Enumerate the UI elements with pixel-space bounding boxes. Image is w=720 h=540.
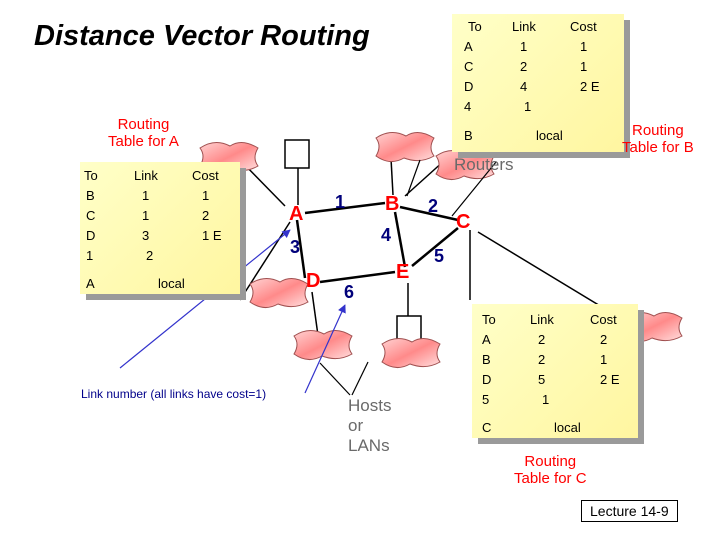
routers-label: Routers bbox=[454, 155, 514, 174]
link-number-note: Link number (all links have cost=1) bbox=[81, 387, 267, 401]
caption-line: Routing bbox=[524, 453, 577, 470]
link-label-1: 1 bbox=[335, 192, 346, 212]
caption-table-a: Routing Table for A bbox=[108, 116, 179, 150]
lan-cloud-icon bbox=[381, 338, 441, 368]
table-cell: 1 bbox=[142, 208, 150, 223]
router-c: C bbox=[456, 211, 471, 233]
routing-table-a: To Link Cost B 1 1 C 1 2 D 3 1 E 1 2 A l… bbox=[80, 162, 240, 294]
table-cell: 1 bbox=[580, 39, 588, 54]
table-cell: local bbox=[536, 128, 563, 143]
table-cell: A bbox=[464, 39, 473, 54]
table-cell: 2 bbox=[600, 332, 608, 347]
table-cell: 1 bbox=[202, 188, 210, 203]
header-to: To bbox=[482, 312, 496, 327]
caption-line: Routing bbox=[117, 116, 170, 133]
table-cell: D bbox=[86, 228, 96, 243]
table-cell: 2 bbox=[202, 208, 210, 223]
caption-line: Table for A bbox=[108, 133, 179, 150]
header-link: Link bbox=[530, 312, 554, 327]
header-to: To bbox=[84, 168, 98, 183]
hosts-label-line: LANs bbox=[348, 436, 390, 455]
hosts-label: Hosts or LANs bbox=[348, 396, 391, 456]
annotation-lines bbox=[319, 159, 497, 396]
hosts-label-line: Hosts bbox=[348, 396, 392, 415]
table-cell: C bbox=[482, 420, 492, 435]
table-cell: 5 bbox=[482, 392, 490, 407]
table-cell: 1 bbox=[600, 352, 608, 367]
router-e: E bbox=[396, 261, 410, 283]
caption-table-b: Routing Table for B bbox=[622, 122, 694, 156]
table-cell: 2 bbox=[538, 332, 546, 347]
table-cell: A bbox=[86, 276, 95, 291]
table-cell: 5 bbox=[538, 372, 546, 387]
header-to: To bbox=[468, 19, 482, 34]
header-cost: Cost bbox=[590, 312, 617, 327]
table-cell: local bbox=[554, 420, 581, 435]
link-b-c bbox=[399, 205, 459, 222]
caption-line: Table for C bbox=[514, 470, 587, 487]
table-cell: 1 bbox=[542, 392, 550, 407]
lan-cloud-icon bbox=[293, 330, 353, 360]
link-label-3: 3 bbox=[290, 237, 301, 257]
host-box bbox=[284, 139, 310, 169]
table-cell: 1 E bbox=[202, 228, 222, 243]
table-cell: 4 bbox=[464, 99, 472, 114]
caption-line: Routing bbox=[632, 122, 684, 139]
table-cell: 1 bbox=[580, 59, 588, 74]
router-b: B bbox=[385, 193, 400, 215]
table-cell: 1 bbox=[142, 188, 150, 203]
hosts-label-line: or bbox=[348, 416, 364, 435]
table-cell: B bbox=[86, 188, 95, 203]
link-c-e bbox=[411, 227, 459, 267]
table-cell: 1 bbox=[86, 248, 94, 263]
table-cell: 1 bbox=[524, 99, 532, 114]
routing-table-b: To Link Cost A 1 1 C 2 1 D 4 2 E 4 1 B l… bbox=[452, 14, 624, 152]
link-b-e bbox=[393, 211, 407, 268]
table-cell: 2 bbox=[146, 248, 154, 263]
link-note-arrows bbox=[119, 229, 346, 394]
table-cell: 2 bbox=[520, 59, 528, 74]
header-cost: Cost bbox=[570, 19, 597, 34]
link-a-b bbox=[304, 201, 386, 215]
routing-table-c: To Link Cost A 2 2 B 2 1 D 5 2 E 5 1 C l… bbox=[472, 304, 638, 438]
link-d-e bbox=[319, 270, 396, 284]
link-label-5: 5 bbox=[434, 246, 445, 266]
link-a-d bbox=[295, 219, 307, 279]
table-cell: B bbox=[482, 352, 491, 367]
table-cell: D bbox=[482, 372, 492, 387]
table-cell: 4 bbox=[520, 79, 528, 94]
lecture-number: Lecture 14-9 bbox=[581, 500, 678, 522]
link-label-4: 4 bbox=[381, 225, 392, 245]
caption-line: Table for B bbox=[622, 139, 694, 156]
caption-table-c: Routing Table for C bbox=[514, 453, 587, 487]
page-title: Distance Vector Routing bbox=[34, 20, 370, 52]
table-cell: D bbox=[464, 79, 474, 94]
link-label-6: 6 bbox=[344, 282, 355, 302]
lan-cloud-icon bbox=[435, 150, 495, 180]
table-cell: A bbox=[482, 332, 491, 347]
table-cell: B bbox=[464, 128, 473, 143]
table-cell: C bbox=[86, 208, 96, 223]
header-link: Link bbox=[134, 168, 158, 183]
header-link: Link bbox=[512, 19, 536, 34]
table-cell: 1 bbox=[520, 39, 528, 54]
router-d: D bbox=[306, 270, 321, 292]
table-cell: 2 E bbox=[580, 79, 600, 94]
router-links bbox=[295, 201, 459, 284]
table-cell: 3 bbox=[142, 228, 150, 243]
host-clouds bbox=[199, 132, 683, 368]
header-cost: Cost bbox=[192, 168, 219, 183]
lan-cloud-icon bbox=[249, 278, 309, 308]
table-cell: 2 bbox=[538, 352, 546, 367]
table-cell: local bbox=[158, 276, 185, 291]
router-a: A bbox=[289, 203, 304, 225]
lan-cloud-icon bbox=[375, 132, 435, 162]
table-cell: C bbox=[464, 59, 474, 74]
table-cell: 2 E bbox=[600, 372, 620, 387]
link-label-2: 2 bbox=[428, 196, 439, 216]
